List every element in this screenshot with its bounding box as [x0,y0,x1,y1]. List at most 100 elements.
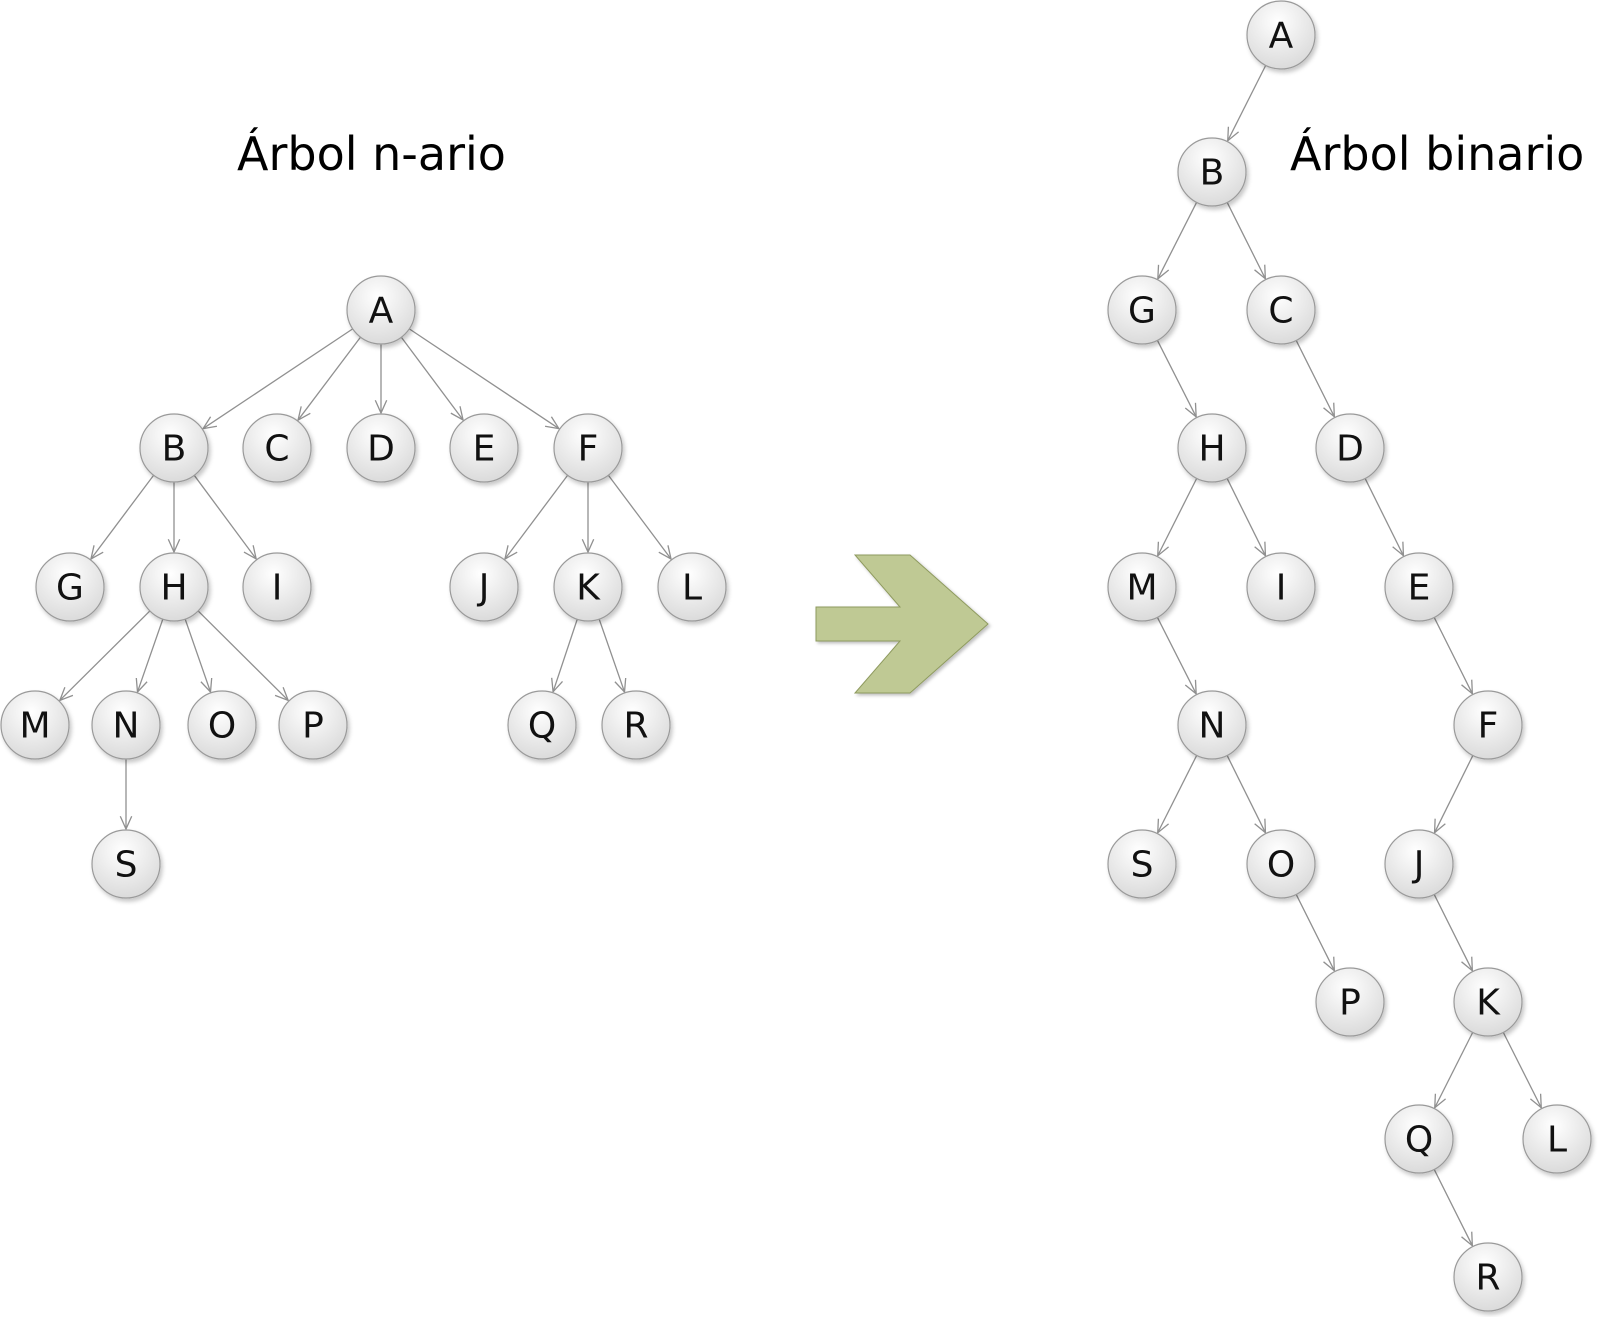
node-label: H [160,568,187,609]
node-circle [1246,275,1316,345]
node-circle [657,552,727,622]
nary-node-g: G [35,552,105,622]
nary-edge-h-o [184,618,212,693]
nary-edge-a-e [400,336,464,421]
binary-edge-m-n [1156,617,1197,695]
nary-node-h: H [139,552,209,622]
binary-edge-g-h-arrowhead [1184,402,1197,419]
node-circle [0,690,70,760]
node-label: R [1475,1258,1500,1299]
binary-node-n: N [1177,690,1247,760]
node-circle [35,552,105,622]
binary-edge-k-l [1502,1032,1542,1109]
binary-edge-j-k [1433,894,1473,971]
node-circle [507,690,577,760]
node-label: B [162,429,187,470]
node-label: B [1200,153,1225,194]
binary-edge-f-j [1433,755,1474,833]
binary-edge-c-d [1295,340,1335,417]
binary-edge-o-p-arrowhead [1323,956,1336,973]
node-circle [139,552,209,622]
node-label: M [19,706,50,747]
binary-node-o: O [1246,829,1316,899]
binary-edge-g-h [1156,340,1197,418]
binary-edge-h-i [1226,478,1267,556]
node-circle [449,413,519,483]
node-circle [449,552,519,622]
node-circle [1107,552,1177,622]
nary-node-s: S [91,829,161,899]
node-circle [242,552,312,622]
nary-edge-k-q-arrowhead [551,677,564,694]
node-circle [1107,275,1177,345]
nary-edge-h-n-arrowhead [135,677,148,694]
nary-edge-h-m-arrowhead [58,687,74,702]
binary-node-l: L [1522,1104,1592,1174]
nary-edge-b-g-arrowhead [90,545,104,561]
node-label: S [1131,845,1154,886]
node-circle [139,413,209,483]
binary-edge-j-k-arrowhead [1461,956,1474,973]
node-label: G [1128,291,1156,332]
binary-edge-h-m [1157,478,1198,557]
nary-edge-f-j [504,474,569,560]
nary-edge-a-f-arrowhead [544,416,561,430]
binary-node-d: D [1315,413,1385,483]
node-label: Q [1405,1120,1433,1161]
binary-edge-n-s-arrowhead [1157,818,1170,835]
node-label: N [113,706,140,747]
node-label: O [1267,845,1295,886]
node-circle [91,829,161,899]
node-label: I [1276,568,1287,609]
binary-edge-a-b-arrowhead [1227,126,1240,143]
binary-edge-d-e-arrowhead [1392,541,1405,558]
node-circle [187,690,257,760]
binary-edge-d-e [1364,478,1405,556]
binary-node-c: C [1246,275,1316,345]
node-label: J [1412,845,1425,886]
node-label: L [682,568,702,609]
node-circle [1315,413,1385,483]
binary-edge-c-d-arrowhead [1323,402,1336,419]
node-circle [278,690,348,760]
binary-edge-m-n-arrowhead [1184,679,1197,696]
nary-edge-b-h-arrowhead [167,538,181,554]
nary-tree-edges [58,328,672,831]
binary-node-p: P [1315,967,1385,1037]
node-circle [1453,1242,1523,1312]
node-circle [1246,0,1316,70]
nary-edge-a-b [202,328,354,430]
nary-edge-f-k-arrowhead [581,538,595,554]
nary-edge-h-n [136,618,164,693]
nary-node-m: M [0,690,70,760]
node-circle [1246,552,1316,622]
binary-node-r: R [1453,1242,1523,1312]
node-circle [1177,413,1247,483]
nary-node-c: C [242,413,312,483]
node-label: P [1339,983,1361,1024]
nary-edge-a-d-arrowhead [374,399,388,415]
binary-node-q: Q [1384,1104,1454,1174]
node-circle [1384,552,1454,622]
nary-node-k: K [553,552,623,622]
nary-edge-b-i [193,474,257,560]
nary-node-p: P [278,690,348,760]
binary-edge-k-l-arrowhead [1529,1093,1542,1110]
binary-edge-h-m-arrowhead [1157,541,1170,558]
node-label: D [367,429,395,470]
node-label: K [576,568,601,609]
binary-edge-k-q [1434,1032,1474,1109]
nary-node-n: N [91,690,161,760]
node-label: F [1478,706,1499,747]
nary-edge-k-r-arrowhead [614,677,627,694]
node-circle [1177,137,1247,207]
nary-node-j: J [449,552,519,622]
node-label: S [115,845,138,886]
node-label: A [369,291,394,332]
binary-node-a: A [1246,0,1316,70]
nary-edge-a-e-arrowhead [450,406,465,422]
nary-node-e: E [449,413,519,483]
binary-edge-b-g [1157,202,1198,280]
